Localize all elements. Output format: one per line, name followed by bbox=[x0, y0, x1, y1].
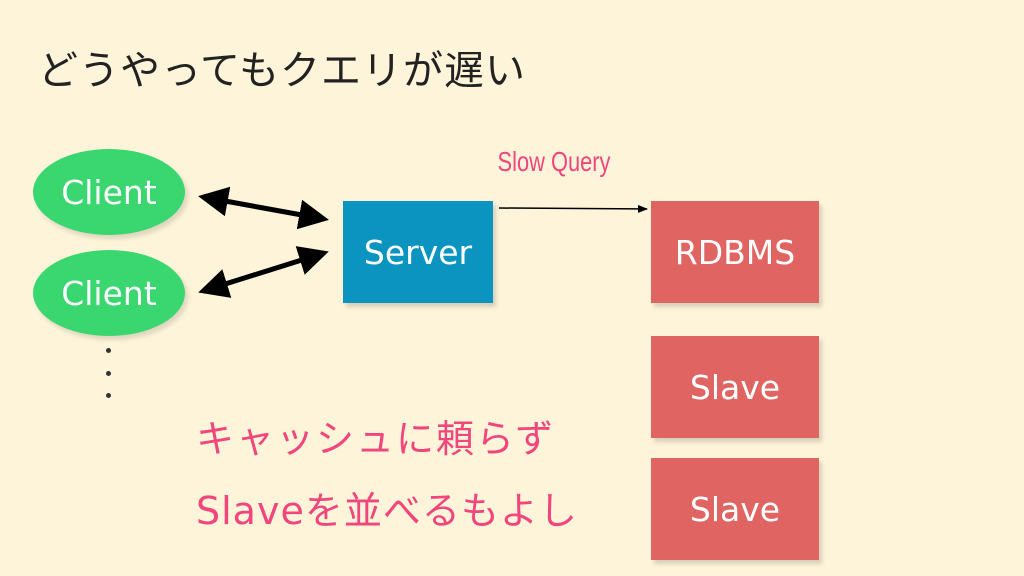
client-node-2: Client bbox=[33, 250, 185, 336]
client1-server-arrow bbox=[198, 186, 329, 230]
note-no-cache: キャッシュに頼らず bbox=[196, 417, 556, 461]
slave-label-1: Slave bbox=[689, 367, 781, 407]
ellipsis-dot bbox=[105, 348, 111, 353]
slave-box-2: Slave bbox=[651, 458, 819, 560]
slide-title: どうやってもクエリが遅い bbox=[38, 48, 526, 94]
client-label-1: Client bbox=[61, 172, 157, 212]
rdbms-box: RDBMS bbox=[651, 201, 819, 303]
more-clients-ellipsis bbox=[98, 348, 118, 398]
slave-label-2: Slave bbox=[689, 489, 781, 529]
ellipsis-dot bbox=[105, 393, 111, 398]
rdbms-label: RDBMS bbox=[674, 232, 796, 272]
slow-query-label: Slow Query bbox=[497, 146, 611, 177]
server-label: Server bbox=[363, 232, 473, 272]
slave-box-1: Slave bbox=[651, 336, 819, 438]
server-rdbms-arrow bbox=[498, 204, 648, 213]
note-add-slaves: Slaveを並べるもよし bbox=[196, 489, 578, 533]
client-node-1: Client bbox=[33, 149, 185, 235]
ellipsis-dot bbox=[105, 370, 111, 376]
client-label-2: Client bbox=[61, 273, 157, 313]
server-box: Server bbox=[343, 201, 493, 303]
client2-server-arrow bbox=[198, 246, 329, 298]
